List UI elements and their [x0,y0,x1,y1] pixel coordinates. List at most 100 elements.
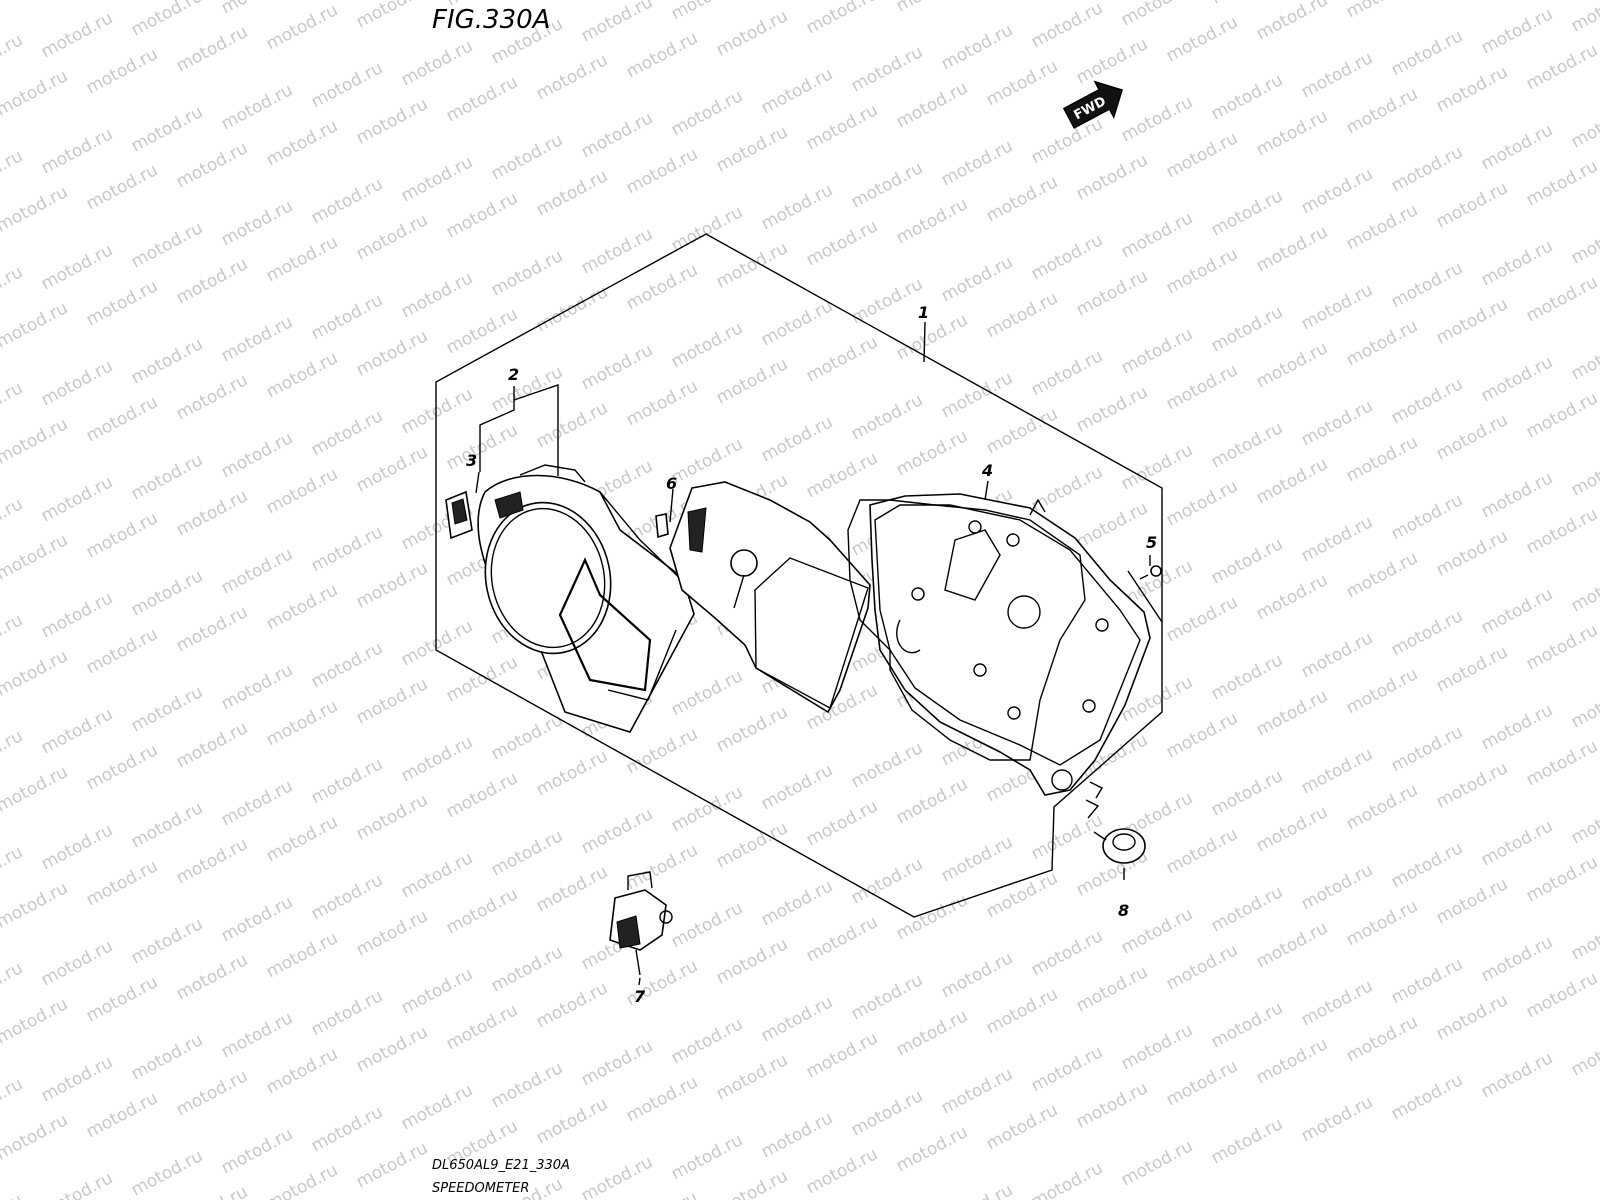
watermark-text: motod.ru [128,798,206,852]
watermark-text: motod.ru [1523,852,1600,906]
watermark-text: motod.ru [1478,700,1556,754]
watermark-text: motod.ru [1298,512,1376,566]
watermark-text: motod.ru [353,558,431,612]
watermark-text: motod.ru [893,774,971,828]
watermark-text: motod.ru [938,1180,1016,1200]
watermark-text: motod.ru [0,958,26,1012]
watermark-text: motod.ru [173,254,251,308]
watermark-text: motod.ru [803,216,881,270]
callout-8: 8 [1118,901,1129,920]
watermark-text: motod.ru [1523,40,1600,94]
watermark-text: motod.ru [1388,258,1466,312]
watermark-text: motod.ru [1343,432,1421,486]
watermark-text: motod.ru [443,884,521,938]
watermark-text: motod.ru [353,442,431,496]
watermark-text: motod.ru [0,298,71,352]
watermark-text: motod.ru [0,994,71,1048]
watermark-text: motod.ru [1253,106,1331,160]
watermark-text: motod.ru [938,20,1016,74]
watermark-text: motod.ru [83,392,161,446]
figure-title: FIG.330A [432,5,550,35]
watermark-text: motod.ru [578,340,656,394]
watermark-text: motod.ru [1523,968,1600,1022]
watermark-text: motod.ru [0,182,71,236]
watermark-text: motod.ru [758,0,836,2]
watermark-text: motod.ru [38,8,116,62]
watermark-text: motod.ru [803,100,881,154]
watermark-text: motod.ru [218,892,296,946]
watermark-text: motod.ru [1253,1034,1331,1088]
watermark-text: motod.ru [1568,0,1600,36]
watermark-text: motod.ru [713,354,791,408]
pin-part [655,513,669,539]
watermark-text: motod.ru [308,174,386,228]
watermark-text: motod.ru [0,1074,26,1128]
watermark-text: motod.ru [353,906,431,960]
watermark-text: motod.ru [1568,446,1600,500]
watermark-text: motod.ru [1208,418,1286,472]
watermark-text: motod.ru [128,682,206,736]
watermark-text: motod.ru [128,1146,206,1200]
watermark-text: motod.ru [758,992,836,1046]
lower-housing-part [869,493,1151,796]
watermark-text: motod.ru [353,326,431,380]
watermark-text: motod.ru [893,310,971,364]
leader-lines [475,321,1151,986]
watermark-text: motod.ru [398,1080,476,1134]
watermark-text: motod.ru [1118,208,1196,262]
watermark-text: motod.ru [0,762,71,816]
watermark-text: motod.ru [1568,678,1600,732]
assembly-outline [435,233,1163,918]
watermark-text: motod.ru [308,986,386,1040]
watermark-text: motod.ru [218,80,296,134]
watermark-text: motod.ru [623,840,701,894]
watermark-text: motod.ru [443,188,521,242]
watermark-text: motod.ru [1478,236,1556,290]
watermark-text: motod.ru [1433,642,1511,696]
watermark-text: motod.ru [1568,562,1600,616]
watermark-text: motod.ru [938,368,1016,422]
watermark-text: motod.ru [1028,114,1106,168]
watermark-text: motod.ru [578,0,656,46]
watermark-text: motod.ru [938,136,1016,190]
watermark-text: motod.ru [893,426,971,480]
watermark-text: motod.ru [308,290,386,344]
watermark-text: motod.ru [803,1144,881,1198]
watermark-text: motod.ru [173,138,251,192]
watermark-text: motod.ru [623,260,701,314]
watermark-text: motod.ru [1298,976,1376,1030]
watermark-text: motod.ru [83,276,161,330]
watermark-text: motod.ru [1253,570,1331,624]
watermark-text: motod.ru [0,378,26,432]
watermark-text: motod.ru [398,732,476,786]
watermark-text: motod.ru [668,782,746,836]
watermark-text: motod.ru [488,826,566,880]
watermark-text: motod.ru [1118,0,1196,30]
watermark-text: motod.ru [38,356,116,410]
watermark-text: motod.ru [218,196,296,250]
watermark-text: motod.ru [1388,26,1466,80]
watermark-text: motod.ru [1028,346,1106,400]
watermark-text: motod.ru [803,1028,881,1082]
watermark-text: motod.ru [0,530,71,584]
watermark-text: motod.ru [1343,780,1421,834]
watermark-text: motod.ru [1028,926,1106,980]
watermark-text: motod.ru [803,332,881,386]
watermark-text: motod.ru [848,970,926,1024]
watermark-text: motod.ru [713,1050,791,1104]
callout-3: 3 [466,451,477,470]
watermark-text: motod.ru [1253,222,1331,276]
watermark-text: motod.ru [263,580,341,634]
watermark-text: motod.ru [893,1122,971,1176]
watermark-text: motod.ru [1163,592,1241,646]
watermark-text: motod.ru [1163,940,1241,994]
watermark-text: motod.ru [1433,758,1511,812]
watermark-text: motod.ru [848,390,926,444]
watermark-text: motod.ru [263,348,341,402]
watermark-text: motod.ru [1253,918,1331,972]
watermark-text: motod.ru [173,602,251,656]
watermark-text: motod.ru [758,876,836,930]
watermark-text: motod.ru [938,948,1016,1002]
callout-1: 1 [918,303,929,322]
watermark-text: motod.ru [1478,584,1556,638]
